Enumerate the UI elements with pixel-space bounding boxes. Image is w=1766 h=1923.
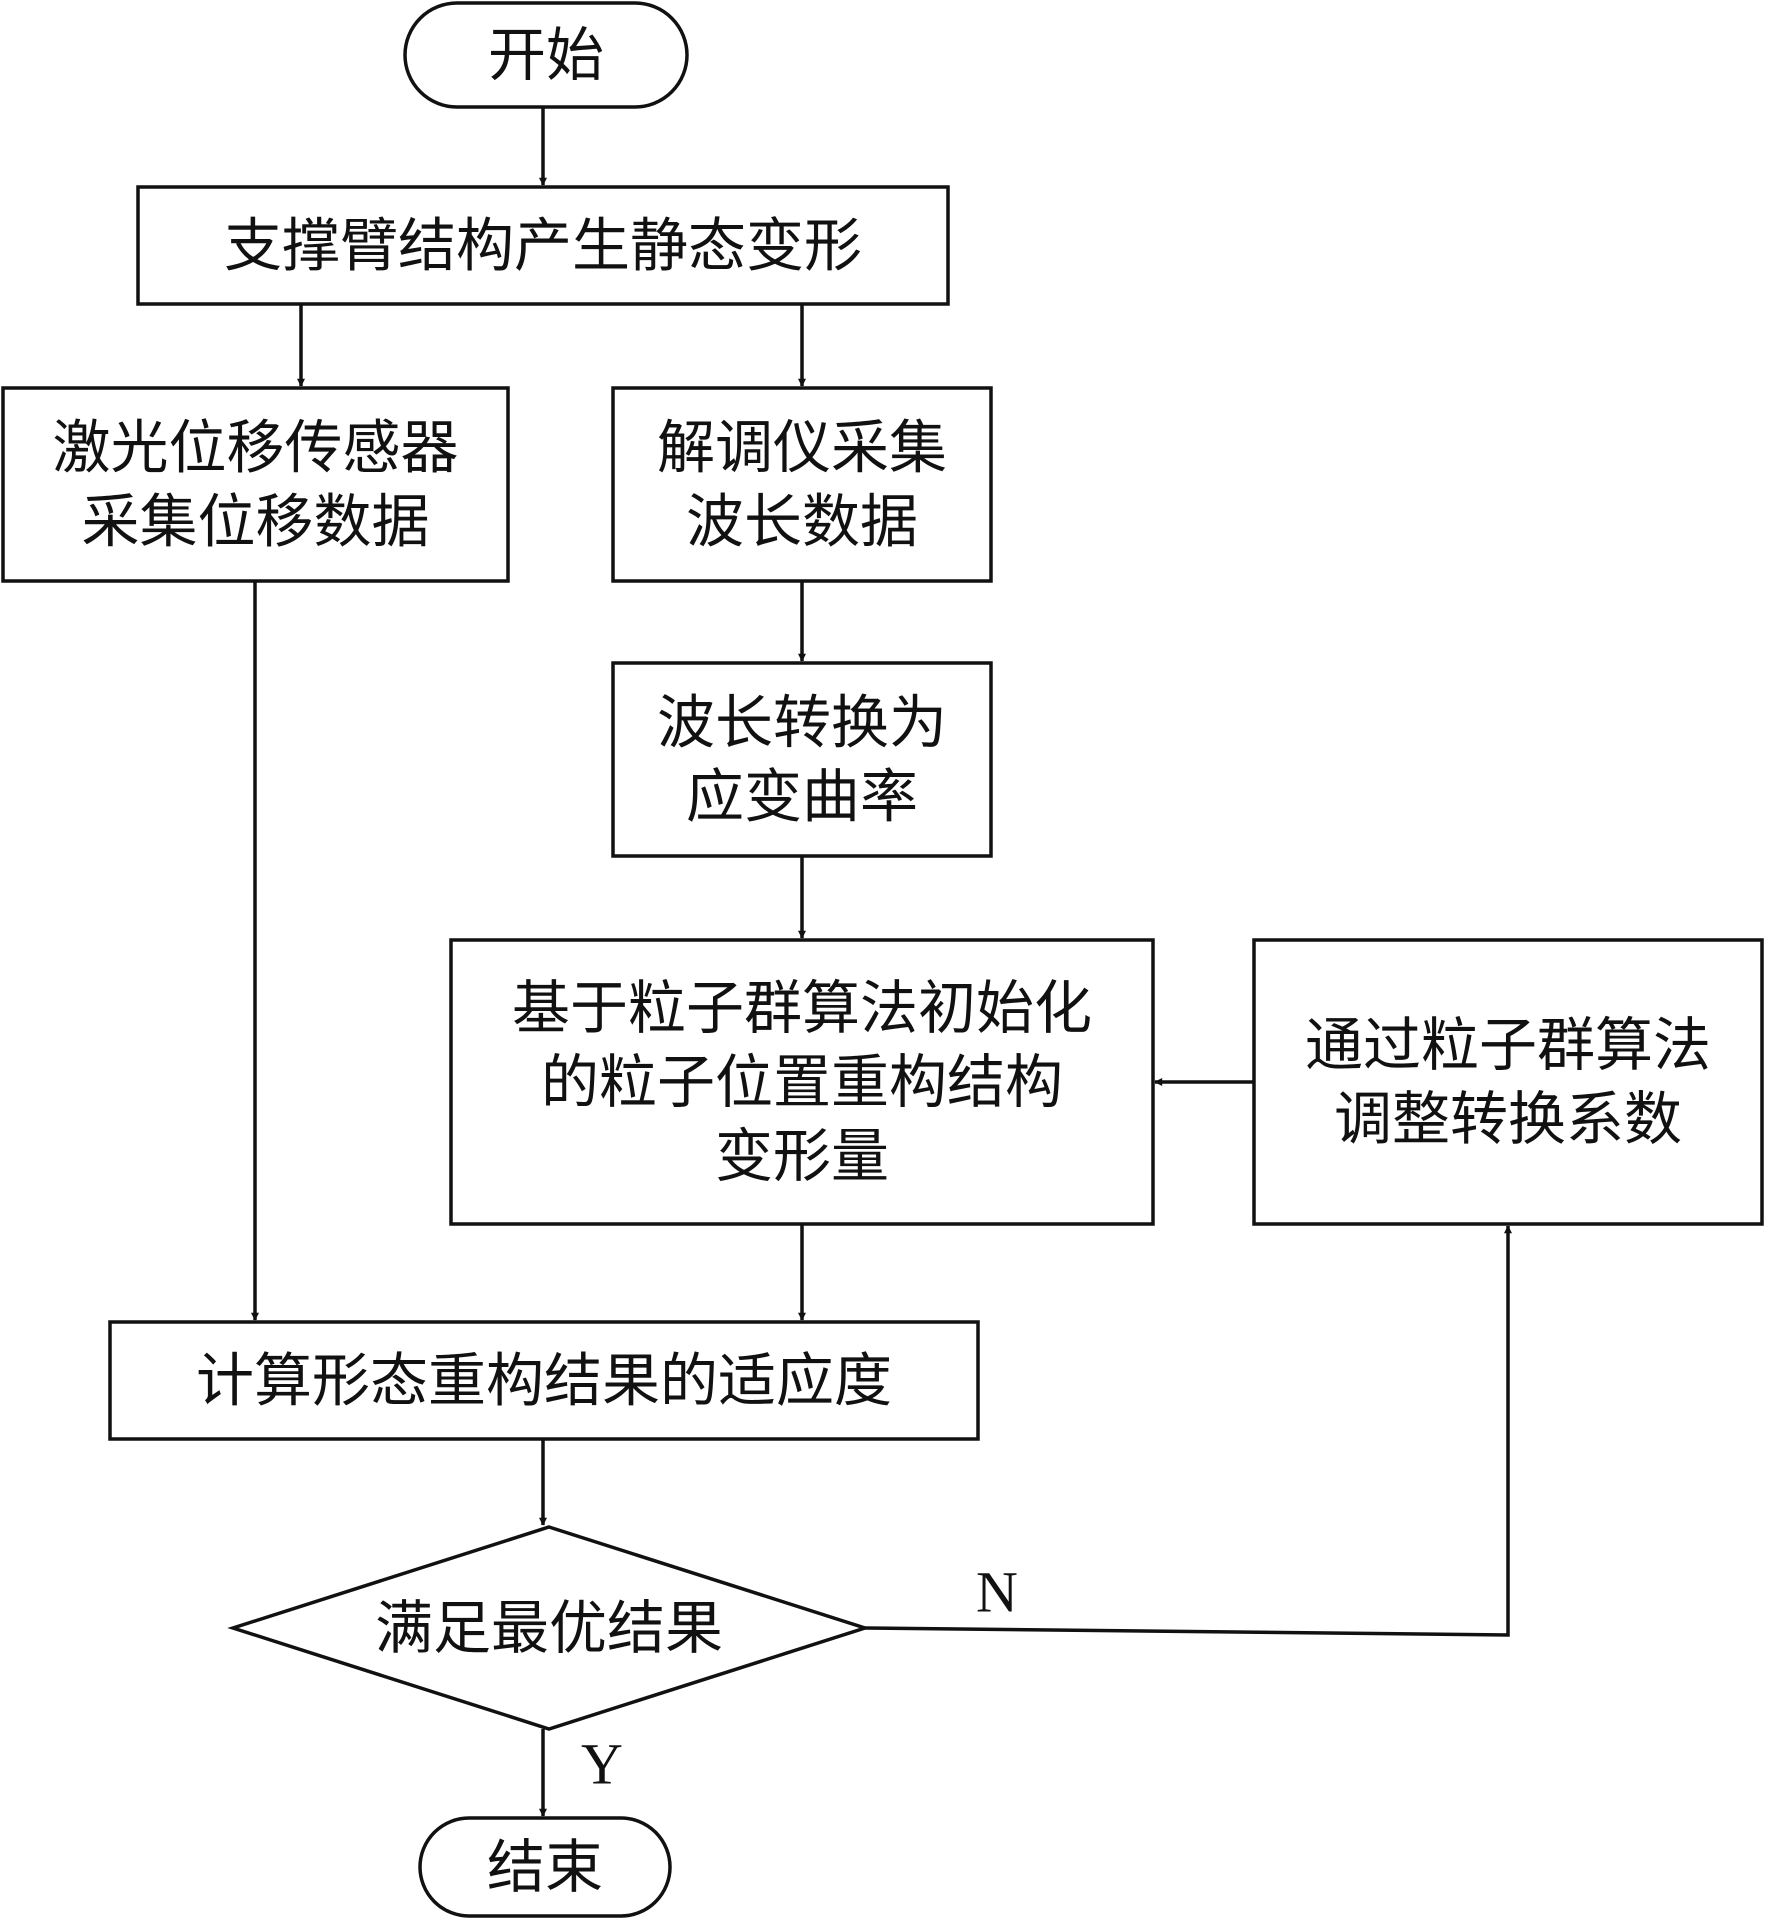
node-deform: 支撑臂结构产生静态变形: [136, 185, 950, 306]
edge-label-y: Y: [581, 1732, 623, 1797]
node-demod-label: 解调仪采集: [657, 414, 947, 482]
node-end-label: 结束: [487, 1833, 603, 1901]
node-decision-label: 满足最优结果: [375, 1594, 723, 1662]
node-end: 结束: [418, 1816, 672, 1918]
node-start-shape: [403, 1, 689, 109]
node-fitness-label: 计算形态重构结果的适应度: [196, 1347, 892, 1415]
node-adjust-label: 调整转换系数: [1334, 1085, 1682, 1153]
node-demod-label: 波长数据: [686, 488, 918, 556]
node-end-shape: [418, 1816, 672, 1918]
node-start-label: 开始: [488, 21, 604, 89]
edge-label-n: N: [976, 1560, 1018, 1625]
node-fitness: 计算形态重构结果的适应度: [108, 1320, 980, 1441]
node-adjust-label: 通过粒子群算法: [1305, 1011, 1711, 1079]
node-adjust-shape: [1252, 938, 1764, 1226]
node-reconstruct-label: 变形量: [715, 1122, 889, 1190]
node-convert-label: 应变曲率: [686, 763, 918, 831]
node-reconstruct-label: 基于粒子群算法初始化: [512, 974, 1092, 1042]
node-start: 开始: [403, 1, 689, 109]
node-deform-shape: [136, 185, 950, 306]
node-fitness-shape: [108, 1320, 980, 1441]
node-laser-label: 激光位移传感器: [52, 414, 458, 482]
node-laser-shape: [1, 386, 510, 583]
node-laser-label: 采集位移数据: [81, 488, 429, 556]
node-decision-shape: [227, 1525, 871, 1731]
node-convert-shape: [611, 661, 993, 858]
node-reconstruct-shape: [449, 938, 1155, 1226]
node-demod-shape: [611, 386, 993, 583]
node-convert-label: 波长转换为: [657, 689, 947, 757]
edge-labels-layer: YN: [581, 1560, 1018, 1797]
node-deform-label: 支撑臂结构产生静态变形: [224, 212, 862, 280]
node-decision: 满足最优结果: [227, 1525, 871, 1731]
edge-decision-to-adjust: [864, 1225, 1512, 1637]
edges-layer: [251, 107, 1512, 1817]
node-reconstruct-label: 的粒子位置重构结构: [541, 1048, 1063, 1116]
